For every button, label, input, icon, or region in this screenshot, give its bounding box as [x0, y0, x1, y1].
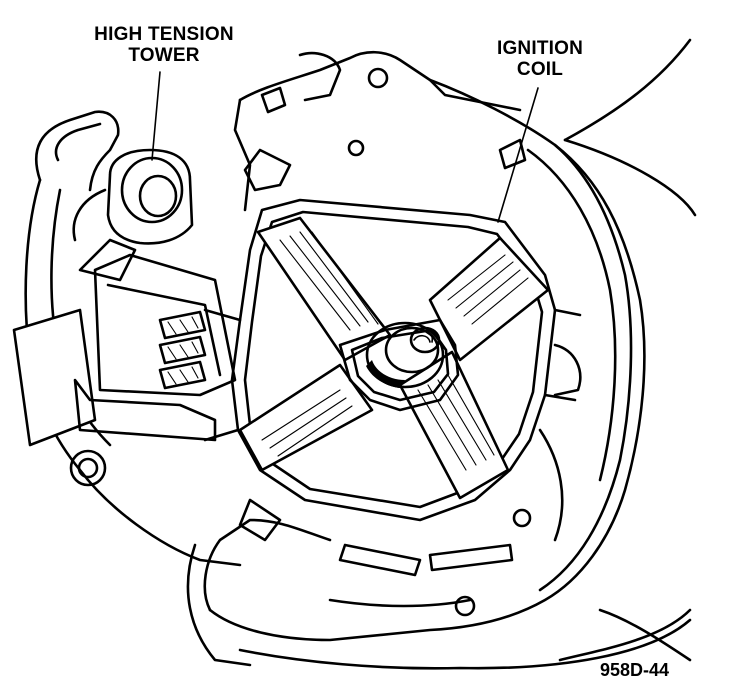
high-tension-tower-label-line-2: TOWER: [128, 45, 200, 66]
high-tension-tower: [72, 148, 194, 282]
ignition-coil-label: IGNITION COIL: [478, 38, 602, 80]
figure-id: 958D-44: [600, 660, 670, 680]
distributor-housing: [186, 50, 646, 667]
mounting-holes: [243, 51, 582, 617]
engine-background: [238, 38, 697, 670]
ignition-coil-label-line-2: COIL: [516, 59, 564, 80]
terminal-pins: [158, 310, 207, 390]
coil-housing-rim: [203, 198, 582, 522]
high-tension-tower-label: HIGH TENSION TOWER: [76, 24, 252, 66]
distributor-shaft: [365, 321, 445, 389]
leader-lines: [151, 71, 539, 223]
ignition-coil: [238, 216, 550, 500]
lower-housing-details: [238, 138, 564, 608]
high-tension-tower-label-line-1: HIGH TENSION: [94, 24, 234, 45]
ignition-coil-label-line-1: IGNITION: [496, 38, 584, 59]
left-bracket: [12, 110, 242, 567]
